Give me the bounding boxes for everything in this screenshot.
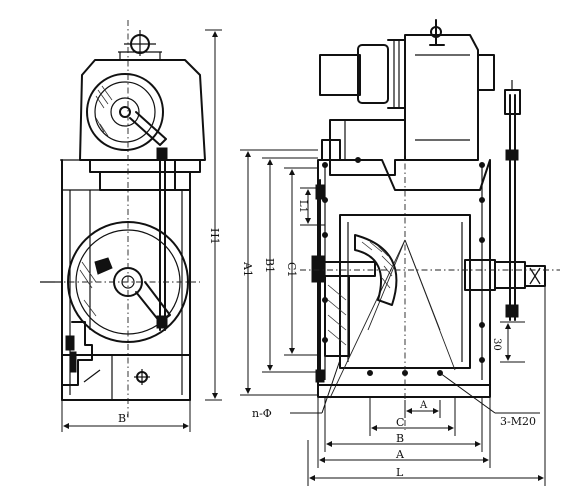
- dim-a1-label: A1: [241, 261, 254, 277]
- dim-c1-label: C1: [285, 262, 298, 277]
- dim-c-label: C: [396, 416, 404, 429]
- label-3-m20: 3-M20: [500, 415, 536, 428]
- dim-l-label: L: [396, 466, 404, 479]
- dim-30-label: 30: [491, 338, 502, 351]
- dim-b-prime-label: B': [118, 412, 129, 425]
- motor: [319, 19, 495, 161]
- label-n-phi: n-Φ: [252, 407, 272, 420]
- side-view: H1 B': [40, 20, 222, 432]
- dim-small-a-label: A: [419, 400, 428, 411]
- dim-b1-label: B1: [263, 258, 276, 273]
- dim-h1-label: H1: [208, 228, 221, 245]
- dim-b-label: B: [396, 432, 404, 445]
- front-view: A1 B1 C1 L1 30 A C B: [240, 19, 560, 486]
- valve-body-side: [61, 159, 191, 401]
- disc-crescent: [354, 234, 398, 306]
- dim-l1-label: L1: [297, 200, 308, 213]
- handwheel-upper: [86, 73, 167, 151]
- dim-a-label: A: [395, 448, 405, 461]
